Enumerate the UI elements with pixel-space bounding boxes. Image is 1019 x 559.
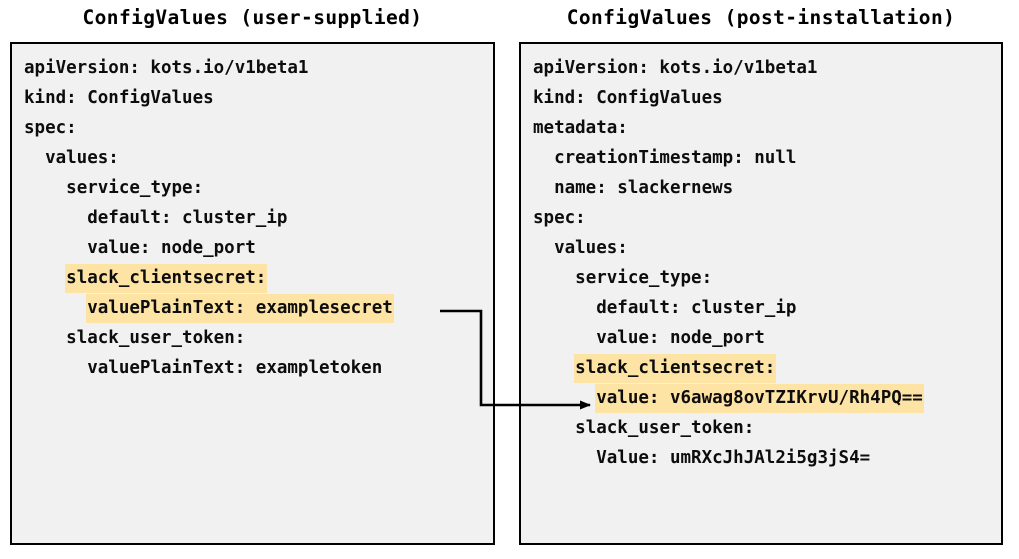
code-indent: [24, 328, 66, 348]
code-text: slack_user_token:: [66, 328, 246, 348]
code-line: kind: ConfigValues: [12, 83, 493, 113]
code-text: value: node_port: [87, 238, 256, 258]
code-indent: [533, 418, 575, 438]
code-line: Value: umRXcJhJAl2i5g3jS4=: [521, 443, 1001, 473]
code-line: slack_clientsecret:: [12, 263, 493, 293]
code-text: spec:: [533, 208, 586, 228]
code-line: values:: [521, 233, 1001, 263]
code-indent: [24, 208, 87, 228]
code-text: slack_user_token:: [575, 418, 755, 438]
code-text: value: v6awag8ovTZIKrvU/Rh4PQ==: [596, 385, 923, 412]
code-indent: [533, 268, 575, 288]
code-text: default: cluster_ip: [596, 298, 797, 318]
right-panel-code: apiVersion: kots.io/v1beta1 kind: ConfigV…: [521, 44, 1001, 473]
code-line: slack_clientsecret:: [521, 353, 1001, 383]
code-text: service_type:: [575, 268, 713, 288]
code-text: kind: ConfigValues: [24, 88, 214, 108]
code-line: values:: [12, 143, 493, 173]
code-indent: [24, 238, 87, 258]
left-panel-title: ConfigValues (user-supplied): [82, 6, 423, 29]
code-indent: [24, 178, 66, 198]
left-panel-box: apiVersion: kots.io/v1beta1 kind: ConfigV…: [10, 42, 495, 545]
left-panel-code: apiVersion: kots.io/v1beta1 kind: ConfigV…: [12, 44, 493, 383]
code-line: value: node_port: [521, 323, 1001, 353]
code-indent: [533, 238, 554, 258]
code-indent: [533, 148, 554, 168]
code-line: creationTimestamp: null: [521, 143, 1001, 173]
code-text: name: slackernews: [554, 178, 734, 198]
code-text: valuePlainText: examplesecret: [87, 295, 393, 322]
code-line: valuePlainText: examplesecret: [12, 293, 493, 323]
code-line: default: cluster_ip: [12, 203, 493, 233]
code-line: name: slackernews: [521, 173, 1001, 203]
code-indent: [533, 388, 596, 408]
code-text: Value: umRXcJhJAl2i5g3jS4=: [596, 448, 871, 468]
code-line: slack_user_token:: [521, 413, 1001, 443]
code-text: kind: ConfigValues: [533, 88, 723, 108]
code-line: service_type:: [521, 263, 1001, 293]
code-line: spec:: [521, 203, 1001, 233]
code-line: default: cluster_ip: [521, 293, 1001, 323]
code-line: spec:: [12, 113, 493, 143]
code-line: valuePlainText: exampletoken: [12, 353, 493, 383]
code-line: metadata:: [521, 113, 1001, 143]
code-text: apiVersion: kots.io/v1beta1: [24, 58, 309, 78]
right-panel-title: ConfigValues (post-installation): [566, 6, 956, 29]
code-indent: [24, 298, 87, 318]
code-text: slack_clientsecret:: [575, 355, 776, 382]
code-text: apiVersion: kots.io/v1beta1: [533, 58, 818, 78]
code-text: metadata:: [533, 118, 628, 138]
code-text: value: node_port: [596, 328, 765, 348]
code-indent: [533, 358, 575, 378]
code-text: service_type:: [66, 178, 204, 198]
code-line: apiVersion: kots.io/v1beta1: [12, 53, 493, 83]
code-indent: [533, 448, 596, 468]
code-indent: [533, 298, 596, 318]
code-text: values:: [45, 148, 119, 168]
code-text: slack_clientsecret:: [66, 265, 267, 292]
code-text: spec:: [24, 118, 77, 138]
code-indent: [24, 148, 45, 168]
code-text: default: cluster_ip: [87, 208, 288, 228]
code-line: value: node_port: [12, 233, 493, 263]
code-line: kind: ConfigValues: [521, 83, 1001, 113]
code-line: service_type:: [12, 173, 493, 203]
code-indent: [533, 178, 554, 198]
right-panel-box: apiVersion: kots.io/v1beta1 kind: ConfigV…: [519, 42, 1003, 545]
code-indent: [24, 268, 66, 288]
code-line: value: v6awag8ovTZIKrvU/Rh4PQ==: [521, 383, 1001, 413]
code-line: slack_user_token:: [12, 323, 493, 353]
code-text: values:: [554, 238, 628, 258]
code-indent: [24, 358, 87, 378]
code-text: valuePlainText: exampletoken: [87, 358, 383, 378]
code-indent: [533, 328, 596, 348]
code-line: apiVersion: kots.io/v1beta1: [521, 53, 1001, 83]
code-text: creationTimestamp: null: [554, 148, 797, 168]
